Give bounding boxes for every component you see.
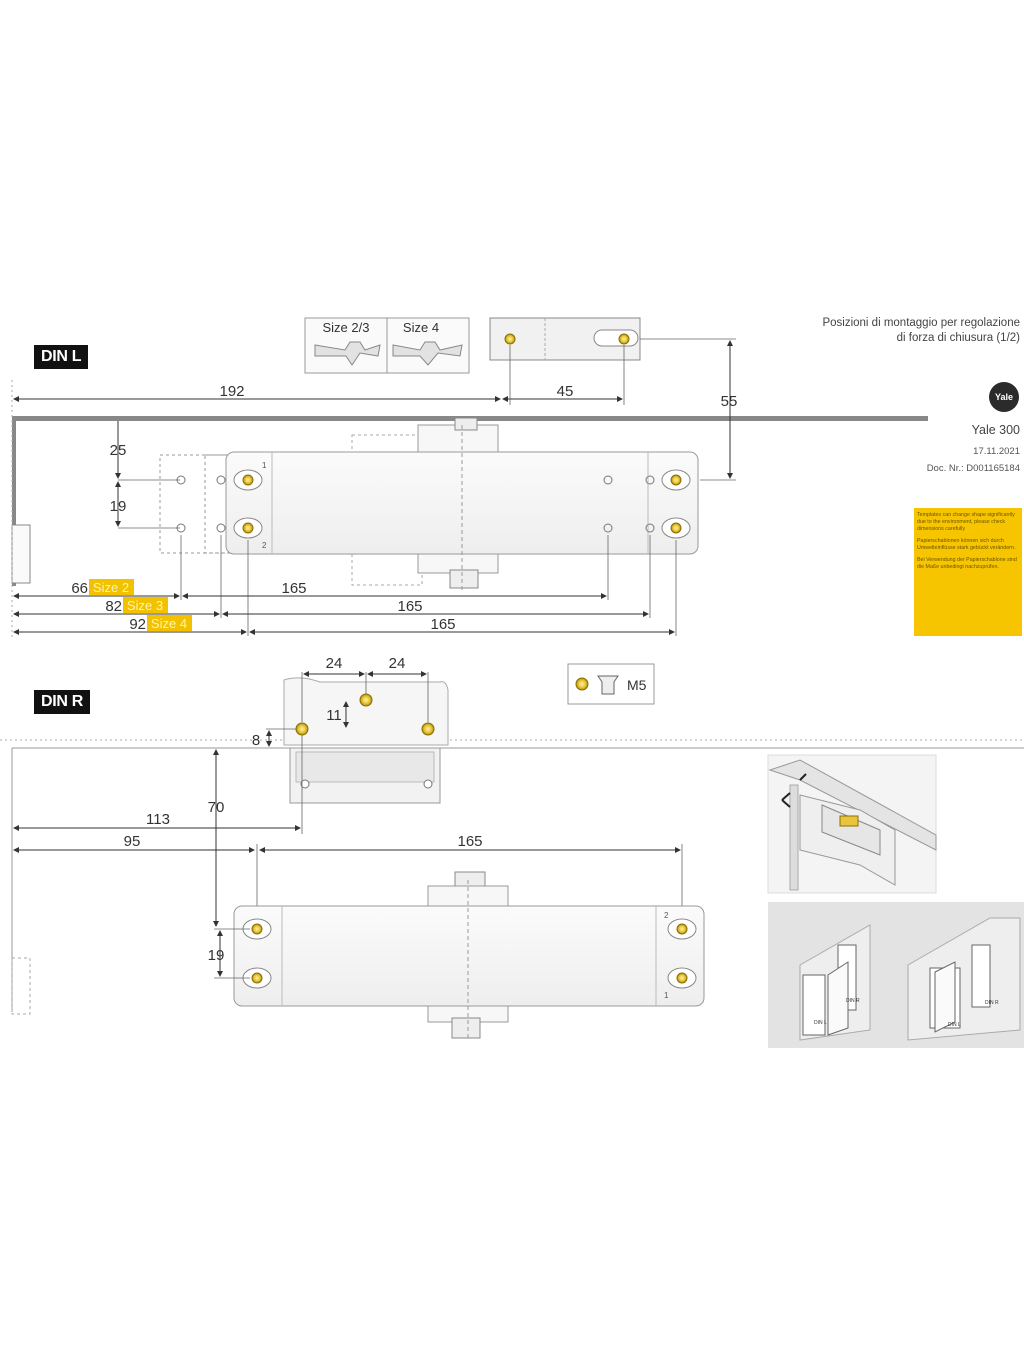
size-inset: Size 2/3 Size 4 (304, 317, 470, 374)
screw-icon (421, 722, 435, 736)
screw-icon (242, 522, 254, 534)
title-line-1: Posizioni di montaggio per regolazione (822, 317, 1020, 329)
screw-icon (676, 923, 688, 935)
dim-19-din-r: 19 (208, 947, 225, 964)
door-closer-body-din-l: 1 2 (225, 417, 699, 590)
notice-german: Papierschablonen können sich durch Umwel… (917, 538, 1016, 551)
dim-55: 55 (721, 393, 738, 410)
size-3-tag (123, 597, 168, 613)
dim-95: 95 (124, 833, 141, 850)
dim-92: 92 (129, 616, 146, 633)
size-2-tag-label: Size 2 (93, 580, 129, 595)
dim-45: 45 (557, 383, 574, 400)
hole-number-2: 2 (664, 911, 669, 920)
door-din-l-label-2: DIN L (948, 1022, 961, 1028)
yale-logo: Yale (989, 382, 1019, 412)
size-4-tag-label: Size 4 (151, 616, 187, 631)
dim-70: 70 (208, 799, 225, 816)
hinge-outline (11, 957, 31, 1015)
hole-number-2: 2 (262, 541, 267, 550)
dim-24-left: 24 (326, 655, 343, 672)
screw-icon (359, 693, 373, 707)
screw-icon (251, 923, 263, 935)
screw-icon (242, 474, 254, 486)
document-date: 17.11.2021 (973, 446, 1020, 457)
din-l-label: DIN L (34, 345, 89, 369)
screw-icon (504, 333, 516, 345)
screw-m5-label: M5 (627, 677, 647, 693)
door-handing-illustration: DIN L DIN R DIN L DIN R (768, 902, 1024, 1048)
dim-192: 192 (219, 383, 244, 400)
screw-icon (618, 333, 630, 345)
size-4-tag (147, 615, 192, 631)
size-2-3-label: Size 2/3 (323, 320, 370, 335)
title-line-2: di forza di chiusura (1/2) (896, 332, 1020, 344)
dim-165: 165 (457, 833, 482, 850)
screw-icon (670, 474, 682, 486)
dim-165-size-3: 165 (397, 598, 422, 615)
screw-icon (251, 972, 263, 984)
hinge (11, 524, 31, 584)
hole-number-1: 1 (664, 991, 669, 1000)
screw-m5-callout: M5 (567, 663, 655, 705)
door-din-r-label-2: DIN R (985, 1000, 999, 1006)
document-title: Posizioni di montaggio per regolazione d… (822, 316, 1020, 346)
door-din-l-label: DIN L (814, 1020, 827, 1026)
product-name: Yale 300 (971, 423, 1020, 437)
size-4-label: Size 4 (403, 320, 439, 335)
dim-24-right: 24 (389, 655, 406, 672)
dim-8: 8 (252, 732, 260, 749)
size-2-tag (89, 579, 134, 595)
document-number: Doc. Nr.: D001165184 (926, 463, 1020, 474)
dim-11: 11 (326, 707, 342, 724)
dim-25: 25 (110, 442, 127, 459)
screw-icon (676, 972, 688, 984)
dim-66: 66 (71, 580, 88, 597)
notice-english: Templates can change shape significantly… (917, 512, 1015, 532)
screw-icon (670, 522, 682, 534)
screw-head-icon (575, 677, 589, 691)
dim-165-size-4: 165 (430, 616, 455, 633)
dim-113: 113 (146, 811, 170, 828)
door-closer-body-din-r: 2 1 (233, 871, 705, 1040)
dim-19: 19 (110, 498, 127, 515)
arm-bracket-din-r (283, 677, 449, 804)
dim-82: 82 (105, 598, 122, 615)
installation-illustration (767, 754, 937, 894)
bracket-inset (489, 317, 641, 361)
size-3-tag-label: Size 3 (127, 598, 163, 613)
dim-165-size-2: 165 (281, 580, 306, 597)
screw-icon (295, 722, 309, 736)
template-warning-notice: Templates can change shape significantly… (914, 508, 1022, 636)
hole-number-1: 1 (262, 461, 267, 470)
notice-german-2: Bei Verwendung der Papierschablone sind … (917, 557, 1017, 570)
din-r-label: DIN R (34, 690, 91, 714)
door-din-r-label: DIN R (846, 998, 860, 1004)
